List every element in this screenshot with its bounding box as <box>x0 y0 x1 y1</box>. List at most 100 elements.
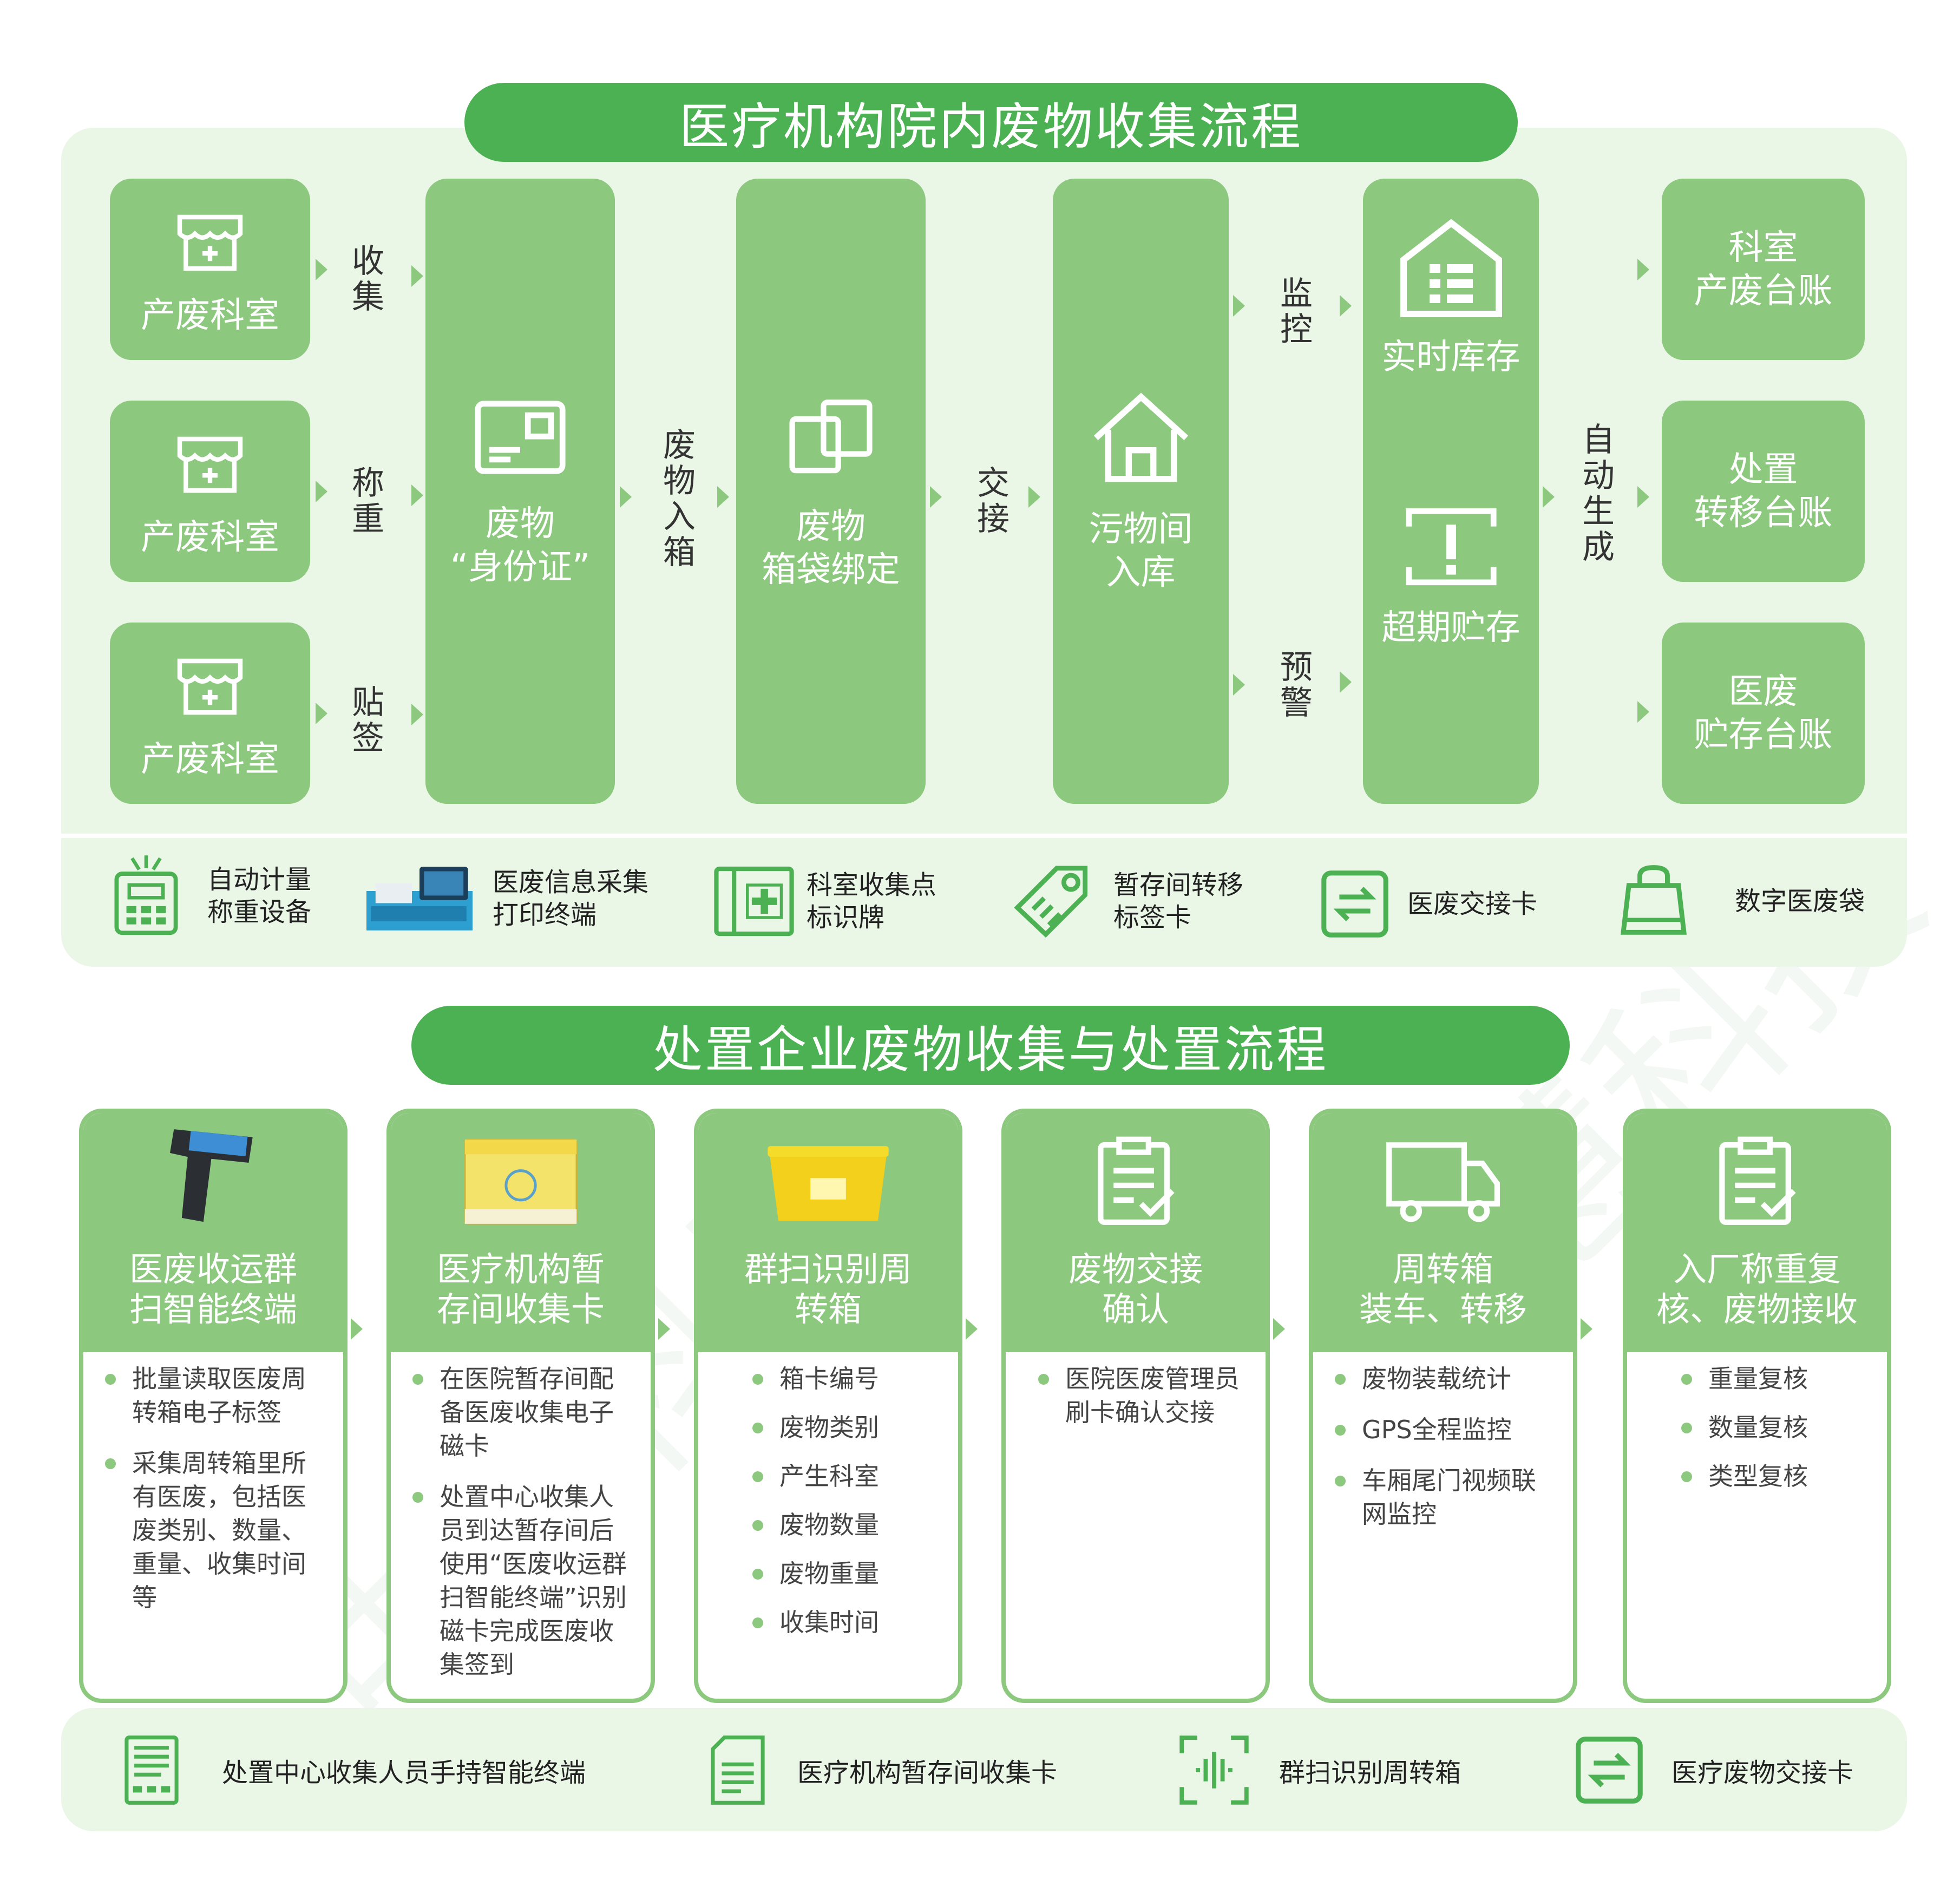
legend-label: 处置中心收集人员手持智能终端 <box>222 1758 586 1788</box>
arrow-right-icon <box>316 481 327 502</box>
bullet-item: 处置中心收集人员到达暂存间后使用“医废收运群扫智能终端”识别磁卡完成医废收集签到 <box>412 1480 629 1681</box>
exchange-card-icon <box>1321 870 1388 938</box>
department-label: 产废科室 <box>141 295 279 336</box>
house-icon <box>1093 392 1188 482</box>
bullet-item: 产生科室 <box>752 1459 936 1493</box>
alert-icon <box>1405 508 1497 586</box>
arrow-right-icon <box>316 703 327 724</box>
card-handheld-terminal: 医废收运群扫智能终端 批量读取医废周转箱电子标签 采集周转箱里所有医废，包括医废… <box>79 1109 348 1703</box>
action-collect: 收集 <box>352 243 384 316</box>
arrow-right-icon <box>966 1318 978 1340</box>
truck-icon <box>1386 1142 1500 1222</box>
bullet-item: 车厢尾门视频联网监控 <box>1335 1464 1551 1531</box>
handheld-terminal-icon <box>170 1129 253 1222</box>
clipboard-check-icon <box>1719 1136 1796 1225</box>
bullet-item: 废物数量 <box>752 1508 936 1542</box>
step-waste-id: 废物“身份证” <box>425 179 615 804</box>
arrow-right-icon <box>1637 701 1649 723</box>
action-label: 贴签 <box>352 684 384 757</box>
bullet-item: 箱卡编号 <box>752 1362 936 1396</box>
card-transport: 周转箱装车、转移 废物装载统计 GPS全程监控 车厢尾门视频联网监控 <box>1309 1109 1577 1703</box>
bullet-item: 医院医废管理员刷卡确认交接 <box>1038 1362 1244 1429</box>
top-panel <box>61 128 1907 967</box>
bullet-item: 收集时间 <box>752 1606 936 1639</box>
arrow-right-icon <box>411 265 423 287</box>
connector-into-box: 废物入箱 <box>663 427 696 572</box>
storage-overdue-label: 超期贮存 <box>1381 608 1520 648</box>
arrow-right-icon <box>1637 486 1649 508</box>
bullet-item: 在医院暂存间配备医废收集电子磁卡 <box>412 1362 629 1463</box>
top-banner-title: 医疗机构院内废物收集流程 <box>679 97 1303 156</box>
card-group-scan: 群扫识别周转箱 箱卡编号 废物类别 产生科室 废物数量 废物重量 收集时间 <box>694 1109 962 1703</box>
department-box-2: 产废科室 <box>110 401 310 582</box>
connector-monitor: 监控 <box>1280 275 1313 349</box>
arrow-right-icon <box>1273 1318 1285 1340</box>
department-icon <box>177 436 243 493</box>
step-storage-room: 污物间入库 <box>1053 179 1229 804</box>
handover-card-icon <box>1576 1737 1643 1804</box>
arrow-right-icon <box>658 1318 670 1340</box>
yellow-box-icon <box>768 1146 889 1221</box>
arrow-right-icon <box>1543 486 1555 508</box>
department-icon <box>177 658 243 715</box>
clipboard-check-icon <box>1098 1136 1175 1225</box>
connector-warn: 预警 <box>1280 649 1313 722</box>
arrow-right-icon <box>717 486 729 508</box>
legend-label: 群扫识别周转箱 <box>1279 1758 1461 1788</box>
collection-sign-icon <box>714 866 794 936</box>
legend-label: 医疗废物交接卡 <box>1671 1758 1854 1788</box>
bullet-item: 废物装载统计 <box>1335 1362 1551 1396</box>
bullet-item: 批量读取医废周转箱电子标签 <box>105 1362 322 1429</box>
printer-terminal-icon <box>366 867 473 931</box>
legend-handover-card: 医疗废物交接卡 <box>1574 1735 1853 1805</box>
arrow-right-icon <box>1028 486 1040 508</box>
ledger-department: 科室产废台账 <box>1662 179 1865 360</box>
storage-card-icon <box>464 1138 578 1225</box>
legend-sign: 科室收集点标识牌 <box>713 863 936 939</box>
department-label: 产废科室 <box>141 517 279 558</box>
legend-scan: 群扫识别周转箱 <box>1179 1735 1461 1805</box>
bullet-item: 数量复核 <box>1681 1411 1865 1444</box>
arrow-right-icon <box>1637 259 1649 280</box>
ledger-transfer: 处置转移台账 <box>1662 401 1865 582</box>
arrow-right-icon <box>1233 674 1245 696</box>
link-squares-icon <box>789 399 873 473</box>
bag-icon <box>1620 865 1687 935</box>
top-divider <box>61 834 1907 838</box>
arrow-right-icon <box>316 259 327 280</box>
action-weigh: 称重 <box>352 464 384 538</box>
legend-bag: 数字医废袋 <box>1618 863 1865 939</box>
department-label: 产废科室 <box>141 739 279 780</box>
legend-label: 医疗机构暂存间收集卡 <box>797 1758 1058 1788</box>
legend-printer: 医废信息采集打印终端 <box>357 861 648 936</box>
scale-icon <box>114 855 178 935</box>
bottom-banner: 处置企业废物收集与处置流程 <box>411 1006 1570 1085</box>
arrow-right-icon <box>351 1318 363 1340</box>
card-handover-confirm: 废物交接确认 医院医废管理员刷卡确认交接 <box>1001 1109 1270 1703</box>
step-box-binding: 废物箱袋绑定 <box>736 179 926 804</box>
bottom-banner-title: 处置企业废物收集与处置流程 <box>652 1020 1328 1079</box>
storage-column: 实时库存 超期贮存 <box>1363 179 1539 804</box>
legend-scale: 自动计量称重设备 <box>111 855 311 936</box>
ledger-storage: 医废贮存台账 <box>1662 623 1865 804</box>
bullet-item: 废物重量 <box>752 1557 936 1590</box>
arrow-right-icon <box>1581 1318 1592 1340</box>
department-box-3: 产废科室 <box>110 623 310 804</box>
arrow-right-icon <box>411 704 423 725</box>
bullet-item: 类型复核 <box>1681 1459 1865 1493</box>
bullet-item: GPS全程监控 <box>1335 1413 1551 1446</box>
department-icon <box>177 214 243 271</box>
bullet-item: 废物类别 <box>752 1411 936 1444</box>
connector-handover: 交接 <box>977 464 1010 538</box>
warehouse-icon <box>1400 219 1502 317</box>
arrow-right-icon <box>1340 671 1352 693</box>
department-box-1: 产废科室 <box>110 179 310 360</box>
top-banner: 医疗机构院内废物收集流程 <box>464 83 1518 162</box>
id-card-icon <box>475 400 566 474</box>
scan-icon <box>1179 1735 1249 1805</box>
storage-realtime-label: 实时库存 <box>1381 337 1520 377</box>
legend-terminal: 处置中心收集人员手持智能终端 <box>122 1735 586 1805</box>
legend-exchange-card: 医废交接卡 <box>1320 869 1537 939</box>
arrow-right-icon <box>411 484 423 506</box>
terminal-icon <box>124 1735 179 1805</box>
